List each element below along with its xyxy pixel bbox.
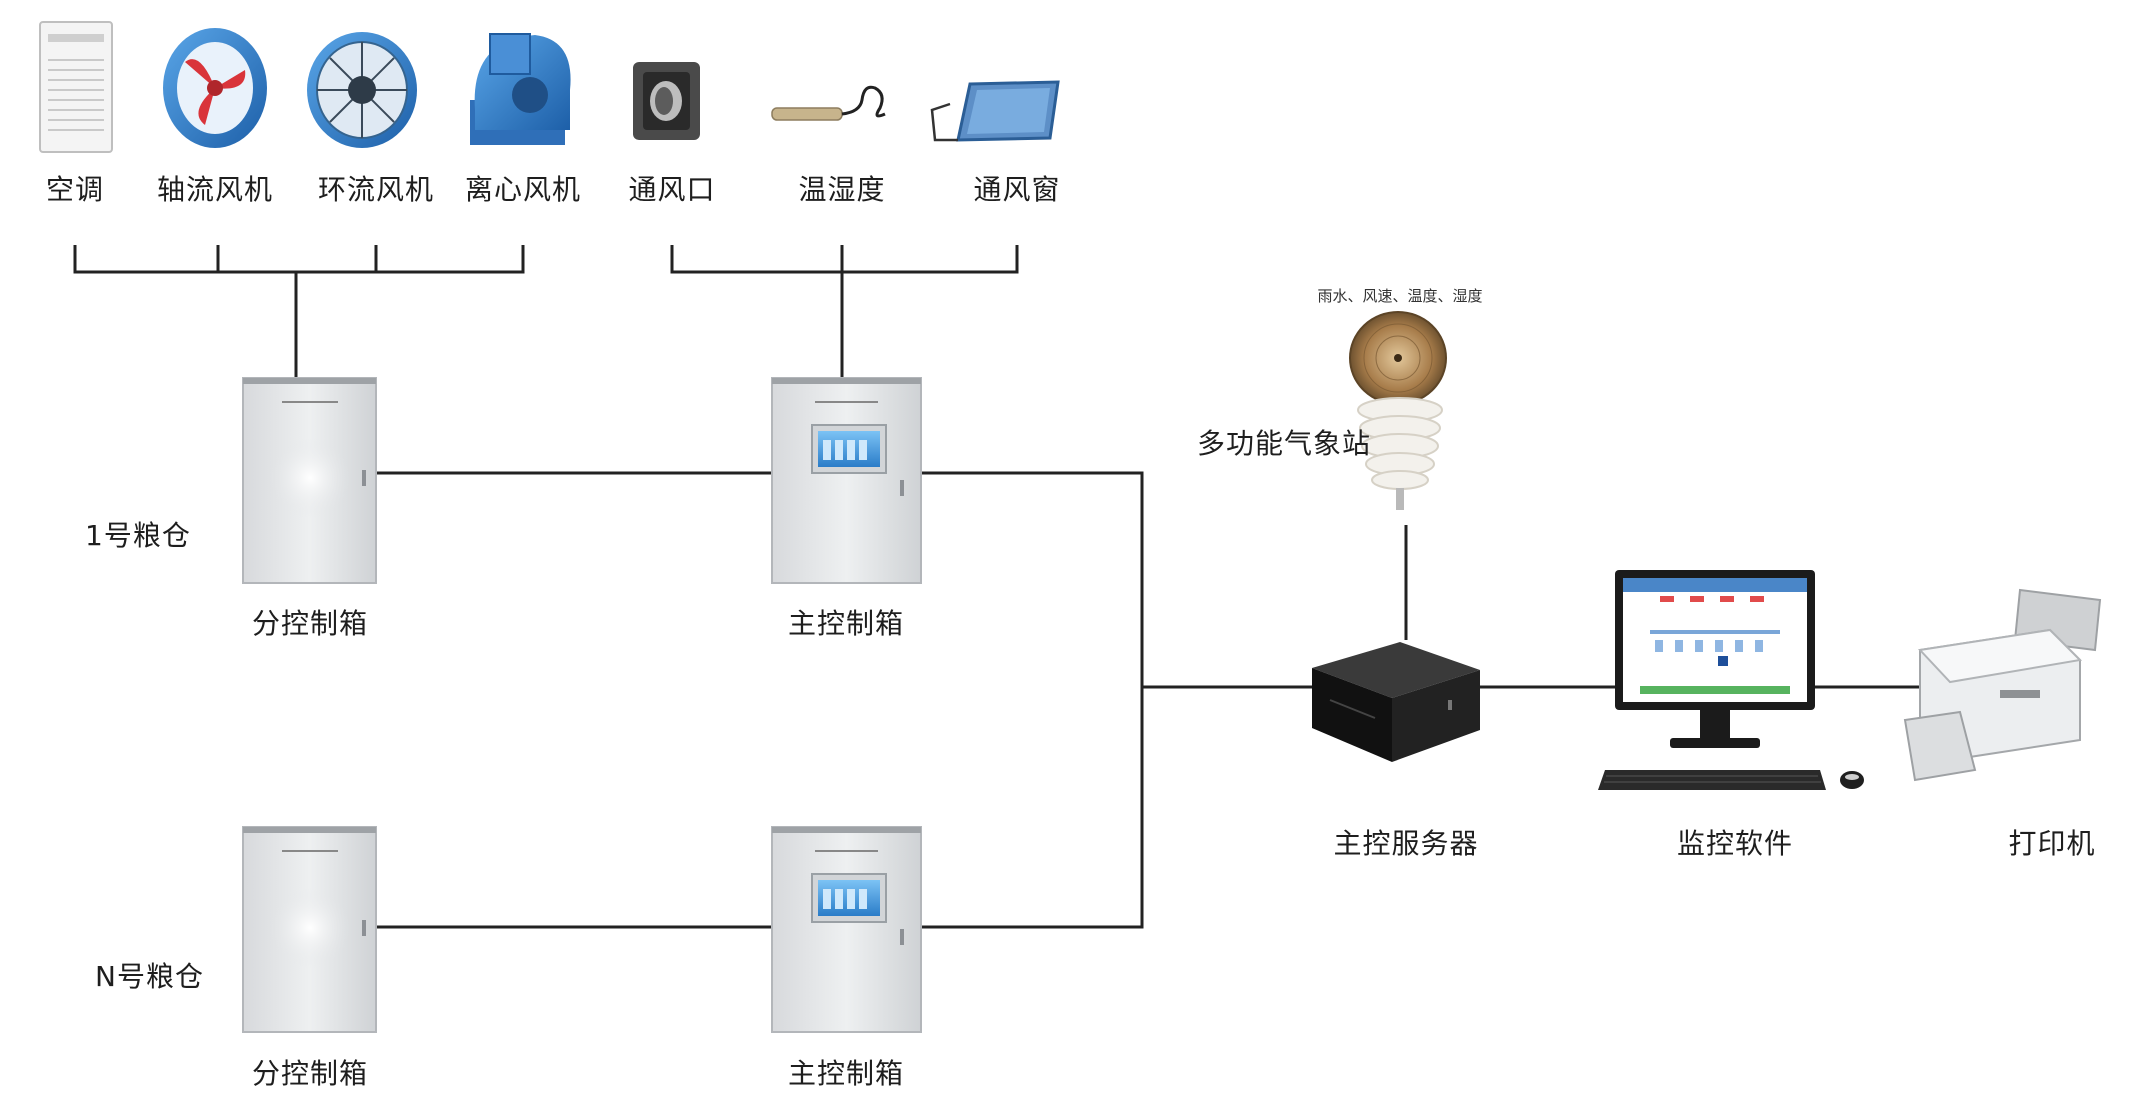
main-box-1-label: 主控制箱 xyxy=(787,607,905,640)
sub-box-n-label: 分控制箱 xyxy=(251,1057,369,1090)
vent-label: 通风口 xyxy=(628,173,716,206)
sub-control-box-n xyxy=(242,826,377,1033)
vent-icon xyxy=(633,62,700,140)
weather-station-icon xyxy=(1349,311,1447,510)
sub-control-box-1 xyxy=(242,377,377,584)
circulation-fan-label: 环流风机 xyxy=(317,173,435,206)
axial-fan-label: 轴流风机 xyxy=(156,173,274,206)
printer-icon xyxy=(1903,588,2102,782)
main-boxes-trunk xyxy=(921,471,1144,929)
temp-humidity-label: 温湿度 xyxy=(798,173,886,206)
server-label: 主控服务器 xyxy=(1333,827,1479,860)
centrifugal-fan-icon xyxy=(470,33,571,145)
axial-fan-icon xyxy=(163,28,267,148)
right-device-bus xyxy=(670,245,1019,274)
main-box-n-label: 主控制箱 xyxy=(787,1057,905,1090)
main-control-box-1 xyxy=(771,377,922,584)
granary-n-label: N号粮仓 xyxy=(95,960,204,993)
connection-lines xyxy=(73,245,1920,929)
main-server-icon xyxy=(1312,642,1480,762)
air-conditioner-icon xyxy=(39,21,113,153)
ac-label: 空调 xyxy=(45,173,105,206)
monitor-software-label: 监控软件 xyxy=(1676,827,1794,860)
centrifugal-fan-label: 离心风机 xyxy=(464,173,582,206)
weather-station-label: 多功能气象站 xyxy=(1197,427,1372,460)
monitor-icon xyxy=(1598,570,1864,790)
vent-window-label: 通风窗 xyxy=(973,173,1061,206)
vent-window-icon xyxy=(930,80,1060,142)
sub-box-1-label: 分控制箱 xyxy=(251,607,369,640)
temp-humidity-sensor-icon xyxy=(771,85,886,121)
left-device-bus xyxy=(73,245,525,274)
main-control-box-n xyxy=(771,826,922,1033)
circulation-fan-icon xyxy=(307,32,417,148)
weather-caption: 雨水、风速、温度、湿度 xyxy=(1317,287,1483,305)
printer-label: 打印机 xyxy=(2008,827,2096,860)
granary-1-label: 1号粮仓 xyxy=(85,519,191,552)
